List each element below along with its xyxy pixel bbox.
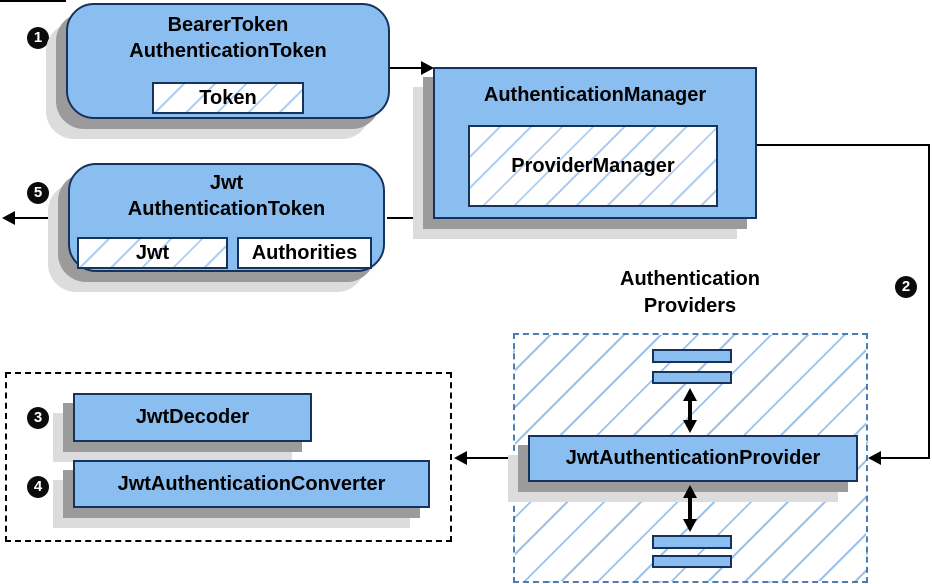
arrow-left-icon bbox=[454, 451, 467, 465]
step-5-badge: 5 bbox=[27, 182, 49, 204]
right-vertical-line bbox=[928, 144, 930, 459]
into-provider-line bbox=[880, 457, 930, 459]
double-arrow-top-icon bbox=[683, 388, 697, 433]
bearer-box-title-line1: BearerToken bbox=[167, 14, 289, 36]
providers-label-line1: Authentication bbox=[620, 268, 760, 290]
step-2-badge: 2 bbox=[895, 276, 917, 298]
step-4-badge: 4 bbox=[27, 476, 49, 498]
jwt-chip: Jwt bbox=[77, 237, 228, 269]
step-3-badge: 3 bbox=[27, 407, 49, 429]
bearer-box-title-line2: AuthenticationToken bbox=[129, 40, 327, 62]
jwt-authentication-provider-label: JwtAuthenticationProvider bbox=[565, 447, 821, 469]
token-chip: Token bbox=[152, 82, 304, 114]
bearer-to-manager-line bbox=[390, 67, 422, 69]
provider-manager-chip: ProviderManager bbox=[468, 125, 718, 207]
provider-placeholder-bar bbox=[652, 371, 732, 384]
arrow-left-icon bbox=[868, 451, 881, 465]
authorities-chip: Authorities bbox=[237, 237, 372, 269]
jwt-box-title-line1: Jwt bbox=[209, 172, 244, 194]
jwt-authentication-converter-label: JwtAuthenticationConverter bbox=[117, 473, 386, 495]
jwt-authentication-converter-box: JwtAuthenticationConverter bbox=[73, 460, 430, 508]
arrow-left-icon bbox=[2, 211, 15, 225]
jwt-resolvers-group bbox=[5, 372, 452, 542]
jwt-authentication-token-box: Jwt AuthenticationToken Jwt Authorities bbox=[68, 163, 385, 272]
provider-placeholder-bar bbox=[652, 349, 732, 363]
provider-to-converters-line bbox=[467, 457, 528, 459]
jwt-decoder-label: JwtDecoder bbox=[135, 406, 250, 428]
token-out-line bbox=[14, 217, 66, 219]
authentication-manager-title: AuthenticationManager bbox=[483, 84, 707, 106]
request-in-line bbox=[0, 0, 66, 2]
authentication-manager-box: AuthenticationManager ProviderManager bbox=[433, 67, 757, 219]
provider-placeholder-bar bbox=[652, 535, 732, 549]
manager-to-jwt-line bbox=[387, 217, 433, 219]
provider-placeholder-bar bbox=[652, 555, 732, 568]
jwt-decoder-box: JwtDecoder bbox=[73, 393, 312, 442]
authentication-providers-label: Authentication Providers bbox=[560, 266, 820, 320]
arrow-right-icon bbox=[421, 61, 434, 75]
jwt-box-title-line2: AuthenticationToken bbox=[127, 198, 326, 220]
jwt-authentication-provider-box: JwtAuthenticationProvider bbox=[528, 435, 858, 482]
providers-label-line2: Providers bbox=[643, 295, 737, 317]
bearer-token-authentication-token-box: BearerToken AuthenticationToken Token bbox=[66, 3, 390, 119]
step-1-badge: 1 bbox=[27, 27, 49, 49]
double-arrow-bottom-icon bbox=[683, 485, 697, 532]
manager-right-line bbox=[757, 144, 930, 146]
